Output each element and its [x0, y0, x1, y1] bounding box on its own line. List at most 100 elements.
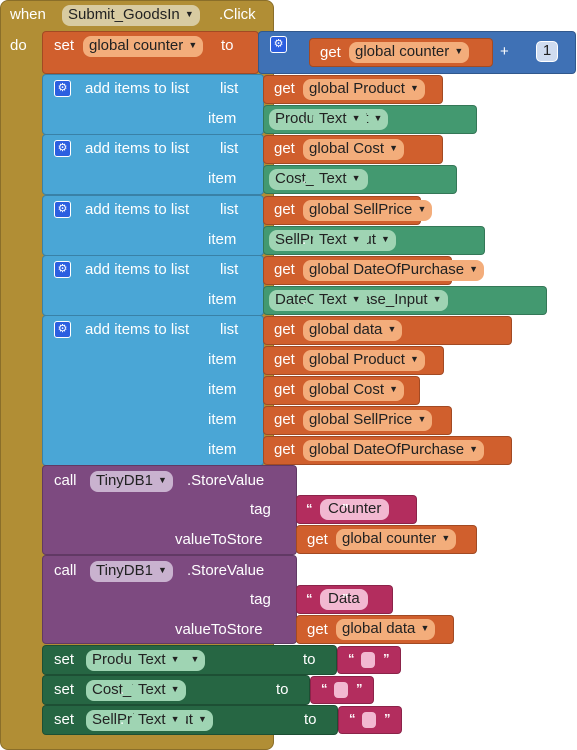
chevron-down-icon: ▼	[158, 565, 167, 575]
add-items-to-list-block[interactable]	[42, 195, 264, 256]
item-label: item	[208, 170, 237, 187]
get-label: get	[307, 531, 328, 548]
value-to-store-label: valueToStore	[175, 531, 263, 548]
dot-label: .	[120, 681, 125, 698]
item-label: item	[208, 231, 237, 248]
property-label: Text	[319, 291, 347, 308]
chevron-down-icon: ▼	[380, 234, 390, 244]
get-var-dropdown[interactable]: global counter ▼	[349, 42, 470, 63]
property-dropdown[interactable]: Text▼	[313, 109, 367, 130]
get-var-label: global counter	[355, 43, 450, 60]
empty-text-field[interactable]	[361, 652, 375, 668]
list-var-label: global Product	[309, 80, 405, 97]
method-label: .StoreValue	[187, 562, 265, 579]
item-var-dropdown[interactable]: global Cost▼	[303, 380, 405, 401]
value-var-dropdown[interactable]: global data ▼	[336, 619, 436, 640]
list-var-label: global SellPrice	[309, 201, 413, 218]
item-var-dropdown[interactable]: global Product▼	[303, 350, 425, 371]
property-dropdown[interactable]: Text▼	[132, 710, 186, 731]
chevron-down-icon: ▼	[373, 113, 383, 123]
item-label: item	[208, 110, 237, 127]
get-label: get	[274, 140, 295, 157]
add-items-to-list-block[interactable]	[42, 134, 264, 195]
number-literal[interactable]: 1	[536, 41, 558, 62]
text-value-field[interactable]: Counter	[320, 499, 390, 520]
list-var-dropdown[interactable]: global Product ▼	[303, 79, 425, 100]
empty-text-literal-block[interactable]	[310, 676, 374, 704]
to-label: to	[221, 37, 234, 54]
get-label: get	[274, 80, 295, 97]
empty-text-field[interactable]	[334, 682, 348, 698]
open-quote-icon: “	[306, 501, 313, 516]
item-var-label: global Cost	[309, 381, 385, 398]
open-quote-icon: “	[321, 681, 328, 696]
list-var-dropdown[interactable]: global data▼	[303, 320, 403, 341]
chevron-down-icon: ▼	[170, 654, 180, 664]
value-var-dropdown[interactable]: global counter▼	[336, 529, 457, 550]
tinydb-component-dropdown[interactable]: TinyDB1▼	[90, 561, 173, 582]
property-label: Text	[138, 681, 166, 698]
property-dropdown[interactable]: Text ▼	[313, 169, 367, 190]
gear-icon[interactable]: ⚙	[270, 36, 287, 53]
get-label: get	[307, 621, 328, 638]
item-var-label: global Product	[309, 351, 405, 368]
chevron-down-icon: ▼	[351, 234, 361, 244]
value-var-label: global data	[342, 620, 416, 637]
event-name-label: .Click	[219, 6, 256, 23]
list-var-dropdown[interactable]: global DateOfPurchase▼	[303, 260, 485, 281]
empty-text-field[interactable]	[362, 712, 376, 728]
item-label: item	[208, 381, 237, 398]
get-label: get	[274, 351, 295, 368]
property-dropdown[interactable]: Text ▼	[313, 230, 367, 251]
property-label: Text	[319, 170, 347, 187]
list-label: list	[220, 201, 239, 218]
item-var-dropdown[interactable]: global DateOfPurchase▼	[303, 440, 485, 461]
item-var-dropdown[interactable]: global SellPrice▼	[303, 410, 433, 431]
set-label: set	[54, 37, 75, 54]
property-dropdown[interactable]: Text▼	[313, 290, 367, 311]
property-label: Text	[319, 231, 347, 248]
item-label: item	[208, 291, 237, 308]
item-label: item	[208, 441, 237, 458]
property-dropdown[interactable]: Text▼	[132, 680, 186, 701]
list-var-dropdown[interactable]: global Cost▼	[303, 139, 405, 160]
event-component-dropdown[interactable]: Submit_GoodsIn▼	[62, 5, 200, 26]
dot-label: .	[302, 110, 307, 127]
text-value-field[interactable]: Data	[320, 589, 368, 610]
set-label: set	[54, 651, 75, 668]
property-label: Text	[138, 711, 166, 728]
call-label: call	[54, 472, 77, 489]
close-quote-icon: ”	[342, 591, 349, 606]
add-items-title: add items to list	[85, 201, 190, 218]
event-component-label: Submit_GoodsIn	[68, 6, 180, 23]
tinydb-component-dropdown[interactable]: TinyDB1▼	[90, 471, 173, 492]
gear-icon[interactable]: ⚙	[54, 201, 71, 218]
chevron-down-icon: ▼	[351, 113, 361, 123]
property-dropdown[interactable]: Text▼	[132, 650, 186, 671]
list-var-dropdown[interactable]: global SellPrice ▼	[303, 200, 433, 221]
get-label: get	[274, 321, 295, 338]
gear-icon[interactable]: ⚙	[54, 80, 71, 97]
chevron-down-icon: ▼	[420, 623, 430, 633]
close-quote-icon: ”	[356, 681, 363, 696]
set-var-label: global counter	[89, 37, 184, 54]
chevron-down-icon: ▼	[351, 173, 361, 183]
chevron-down-icon: ▼	[387, 324, 397, 334]
gear-icon[interactable]: ⚙	[54, 261, 71, 278]
gear-icon[interactable]: ⚙	[54, 140, 71, 157]
list-label: list	[220, 261, 239, 278]
chevron-down-icon: ▼	[197, 714, 207, 724]
chevron-down-icon: ▼	[409, 83, 419, 93]
chevron-down-icon: ▼	[454, 46, 464, 56]
chevron-down-icon: ▼	[417, 204, 427, 214]
to-label: to	[304, 711, 317, 728]
do-label: do	[10, 37, 27, 54]
get-label: get	[274, 201, 295, 218]
call-label: call	[54, 562, 77, 579]
get-label: get	[274, 411, 295, 428]
get-label: get	[274, 381, 295, 398]
gear-icon[interactable]: ⚙	[54, 321, 71, 338]
chevron-down-icon: ▼	[158, 475, 167, 485]
item-var-label: global DateOfPurchase	[309, 441, 465, 458]
set-var-dropdown[interactable]: global counter▼	[83, 36, 204, 57]
